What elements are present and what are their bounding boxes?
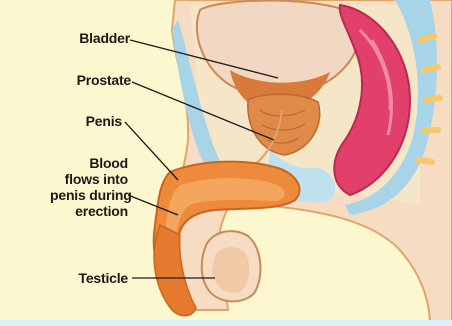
label-penis: Penis bbox=[70, 113, 122, 129]
label-bladder: Bladder bbox=[60, 30, 130, 46]
label-blood-line-2: flows into bbox=[50, 171, 128, 187]
label-prostate: Prostate bbox=[55, 72, 131, 88]
label-blood-flows: Blood flows into penis during erection bbox=[50, 155, 128, 219]
bottom-border bbox=[0, 320, 452, 326]
label-blood-line-4: erection bbox=[50, 203, 128, 219]
label-testicle: Testicle bbox=[60, 270, 128, 286]
leader-line-penis bbox=[125, 122, 178, 180]
label-blood-line-3: penis during bbox=[50, 187, 128, 203]
label-blood-line-1: Blood bbox=[50, 155, 128, 171]
